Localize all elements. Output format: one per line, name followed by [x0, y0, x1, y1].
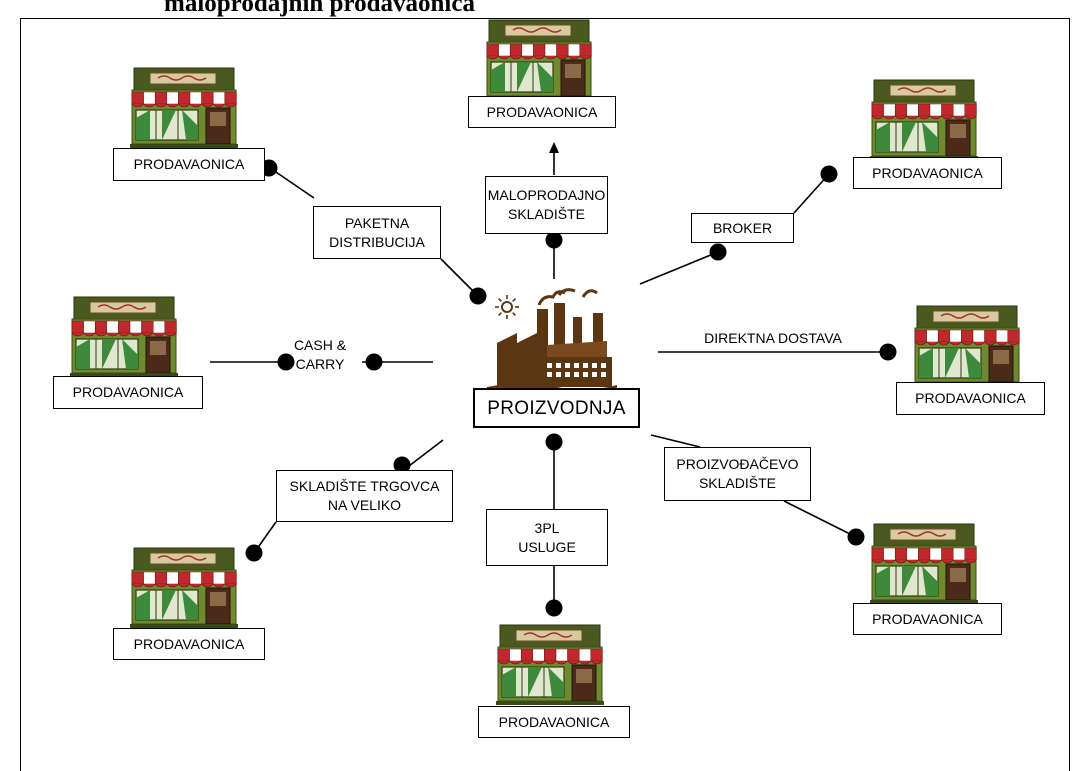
connector-dot: [545, 231, 563, 249]
store-icon: [496, 624, 604, 705]
connector-dot: [709, 243, 727, 261]
store-label-left: PRODAVAONICA: [53, 376, 203, 409]
store-icon: [913, 305, 1021, 386]
store-label-top-left: PRODAVAONICA: [113, 148, 265, 181]
connector-dot: [820, 165, 838, 183]
connector-dot: [545, 599, 563, 617]
store-label-bottom-right: PRODAVAONICA: [853, 603, 1002, 635]
connector-dot: [393, 456, 411, 474]
center-label: PROIZVODNJA: [473, 388, 640, 428]
store-label-right: PRODAVAONICA: [896, 382, 1045, 415]
connector-dot: [245, 544, 263, 562]
store-label-top: PRODAVAONICA: [468, 96, 616, 128]
channel-cash-and-carry: CASH & CARRY: [293, 337, 347, 372]
arrowhead-icon: [549, 142, 559, 153]
connector-line: [639, 251, 719, 285]
connector-dot: [365, 353, 383, 371]
channel-3pl-usluge: 3PL USLUGE: [486, 509, 608, 566]
diagram-heading: maloprodajnih prodavaonica: [164, 0, 475, 17]
store-icon: [130, 547, 238, 628]
channel-skladiste-trgovca: SKLADIŠTE TRGOVCA NA VELIKO: [276, 470, 453, 522]
connector-dot: [545, 433, 563, 451]
connector-dot: [879, 343, 897, 361]
store-icon: [870, 523, 978, 604]
channel-paketna-distribucija: PAKETNA DISTRIBUCIJA: [313, 206, 441, 259]
factory-icon: [487, 288, 617, 393]
store-label-bottom: PRODAVAONICA: [478, 706, 630, 738]
connector-line: [650, 434, 701, 448]
channel-proizvodacevo-skladiste: PROIZVOĐAČEVO SKLADIŠTE: [664, 447, 811, 501]
store-icon: [485, 19, 593, 100]
connector-dot: [847, 528, 865, 546]
store-label-bottom-left: PRODAVAONICA: [113, 628, 265, 660]
channel-broker: BROKER: [691, 213, 794, 243]
connector-dot: [277, 353, 295, 371]
store-icon: [70, 296, 178, 377]
connector-line: [408, 439, 444, 467]
channel-direktna-dostava: DIREKTNA DOSTAVA: [704, 329, 842, 346]
connector-dot: [469, 287, 487, 305]
store-icon: [130, 67, 238, 148]
connector-line: [269, 167, 315, 199]
channel-maloprodajno-skladiste: MALOPRODAJNO SKLADIŠTE: [485, 176, 608, 234]
connector-line: [783, 500, 857, 538]
connector-line: [440, 258, 479, 297]
connector-line: [793, 173, 830, 214]
store-label-top-right: PRODAVAONICA: [853, 157, 1002, 189]
store-icon: [870, 79, 978, 160]
